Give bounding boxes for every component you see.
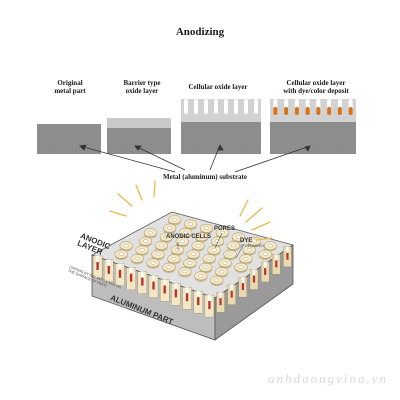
dye-in-pore — [107, 265, 110, 274]
cell-pore — [150, 261, 156, 265]
oxide-pore — [254, 99, 258, 114]
cell-pore — [195, 244, 201, 248]
substrate-label: Metal (aluminum) substrate — [163, 173, 247, 181]
cell-pore — [215, 239, 220, 243]
dye-in-pore — [174, 289, 178, 298]
dye-deposit — [316, 107, 321, 115]
cell-pore — [159, 243, 164, 247]
cell-pore — [243, 257, 249, 261]
stage4-dyed-oxide — [270, 99, 356, 154]
anodic-cells-label: ANODIC CELLS — [166, 234, 211, 240]
dye-in-pore — [129, 273, 133, 282]
oxide-pore — [244, 99, 248, 114]
dye-in-pore — [141, 277, 144, 286]
dye-in-pore — [163, 285, 166, 294]
dye-in-pore — [118, 269, 122, 278]
cell-pore — [199, 235, 204, 239]
cell-pore — [174, 248, 180, 252]
dye-deposit — [284, 107, 289, 115]
dye-in-pore — [208, 301, 211, 310]
cell-pore — [227, 252, 233, 256]
cell-pore — [246, 248, 252, 252]
dye-in-pore-right — [252, 275, 256, 283]
cell-pore — [139, 248, 145, 252]
cell-pore — [171, 257, 177, 261]
dye-deposit — [348, 107, 353, 115]
oxide-pore — [194, 99, 198, 114]
cell-pore — [231, 243, 236, 247]
dye-in-pore-right — [286, 252, 289, 260]
cell-pore — [211, 248, 217, 252]
oxide-pore — [224, 99, 228, 114]
oxide-pore — [234, 99, 238, 114]
dye-in-pore-right — [264, 267, 267, 275]
dye-deposit — [294, 107, 299, 115]
cell-pore — [238, 265, 244, 269]
cell-pore — [148, 231, 153, 235]
cell-pore — [182, 269, 188, 274]
cell-pore — [198, 274, 204, 278]
cell-pore — [219, 270, 225, 274]
substrate-arrows — [79, 144, 311, 173]
oxide-pore — [184, 99, 188, 114]
cell-pore — [187, 261, 193, 265]
cell-pore — [166, 265, 172, 269]
dye-in-pore — [152, 281, 155, 290]
oxide-pore — [214, 99, 218, 114]
cell-pore — [222, 261, 228, 265]
cell-pore — [118, 252, 124, 256]
cell-pore — [235, 235, 241, 239]
dye-in-pore — [96, 261, 99, 270]
oxide-pore — [204, 99, 208, 114]
cell-pore — [172, 218, 178, 222]
dye-in-pore-right — [275, 260, 278, 268]
cell-pore — [214, 278, 220, 282]
dye-deposit — [273, 107, 278, 115]
cell-pore — [204, 226, 209, 230]
cell-pore — [190, 252, 196, 256]
dye-note: (IF REQUIRED) — [240, 244, 265, 248]
cell-pore — [167, 226, 173, 230]
stage2-barrier-layer — [107, 118, 171, 128]
cell-pore — [155, 252, 161, 256]
stage2-metal — [107, 128, 171, 154]
spark-rays — [109, 180, 273, 241]
cell-pore — [188, 222, 193, 226]
cell-pore — [143, 239, 148, 243]
cell-pore — [179, 239, 185, 243]
dye-deposit — [337, 107, 342, 115]
dye-in-pore-right — [241, 283, 244, 291]
dye-in-pore — [185, 293, 189, 302]
dye-deposit — [305, 107, 310, 115]
cell-pore — [206, 256, 212, 261]
dye-deposit — [327, 107, 332, 115]
cell-pore — [123, 244, 129, 248]
dye-in-pore-right — [219, 298, 222, 306]
stage3-caption: Cellular oxide layer — [188, 83, 248, 91]
cell-pore — [262, 252, 268, 256]
cell-pore — [267, 244, 273, 248]
cell-pore — [220, 231, 225, 235]
cell-pore — [183, 230, 188, 234]
cell-pore — [251, 239, 257, 243]
dye-in-pore — [197, 297, 200, 306]
dye-in-pore-right — [230, 290, 233, 298]
watermark: anhduongvina.vn — [268, 371, 388, 386]
label-leaders — [177, 232, 245, 259]
pores-label: PORES — [214, 226, 236, 232]
stage3-cellular-oxide — [181, 99, 261, 154]
cell-pore — [134, 256, 140, 261]
diagram-title: Anodizing — [175, 26, 225, 38]
anodized-block-3d — [91, 211, 294, 341]
cell-pore — [163, 235, 169, 239]
cell-pore — [203, 265, 209, 269]
dye-label: DYE — [240, 238, 253, 244]
